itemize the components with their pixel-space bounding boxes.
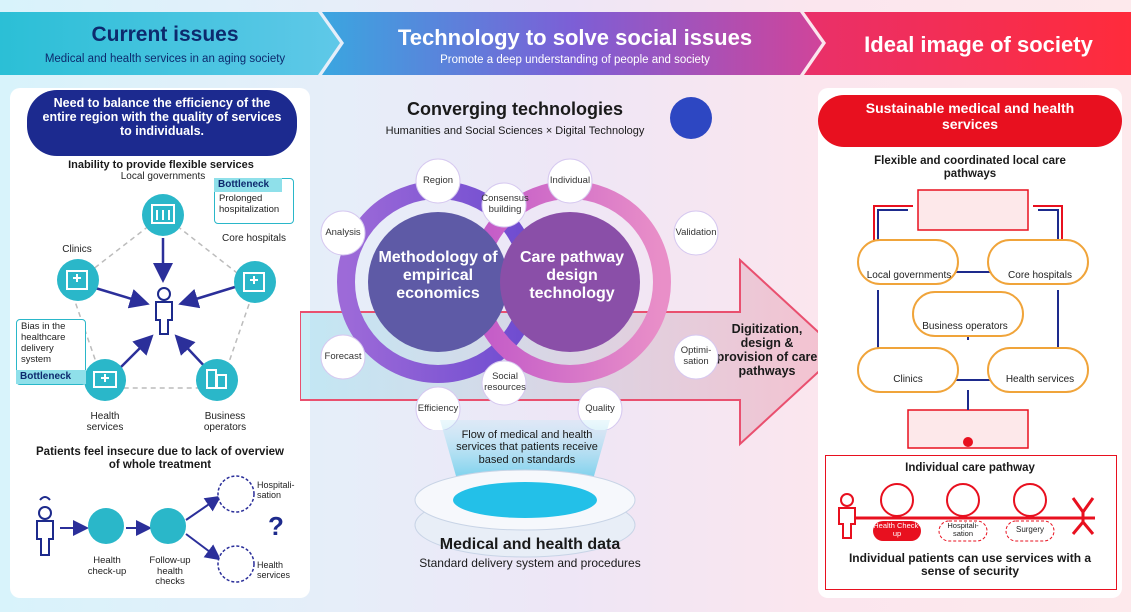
surgery-pill	[1005, 520, 1055, 542]
node-business	[196, 359, 238, 401]
label-health-checkup: Health check-up	[87, 555, 127, 577]
right-label-local-governments: Local governments	[866, 270, 952, 281]
bottleneck-left-tag: Bottleneck	[16, 370, 86, 384]
hosp-pill	[938, 520, 988, 542]
method-label: Methodology of empirical economics	[378, 249, 498, 302]
question-mark: ?	[268, 511, 284, 541]
label-health-services: Health services	[86, 411, 124, 434]
checkup-pathway-icon	[880, 483, 914, 517]
surgery-pill-text: Surgery	[1015, 525, 1044, 534]
hosp-pathway-icon	[946, 483, 980, 517]
left-header-pill	[27, 90, 297, 156]
hosp-pill-text: Hospitali-sation	[947, 521, 979, 539]
label-hospitalisation: Hospitali-sation	[257, 480, 295, 501]
individual-footer: Individual patients can use services wit…	[848, 551, 1092, 579]
banner-chevrons	[0, 12, 1131, 75]
kw-efficiency: Efficiency	[417, 403, 459, 414]
happy-person-icon	[1071, 497, 1095, 535]
flow-arrow-3	[185, 495, 222, 521]
flow-text: Flow of medical and health services that…	[456, 429, 598, 466]
kw-individual: Individual	[549, 175, 591, 186]
right-label-business-operators: Business operators	[922, 321, 1008, 332]
kw-region: Region	[422, 175, 454, 186]
right-section1-title: Flexible and coordinated local care path…	[874, 155, 1066, 180]
center-title: Converging technologies	[406, 99, 624, 119]
right-header-pill	[818, 95, 1122, 147]
keyword-bubbles	[320, 158, 719, 430]
arrow-health	[117, 334, 154, 371]
banner-current-shape	[0, 12, 340, 75]
node-health	[84, 359, 126, 401]
kw-social: Social resources	[484, 371, 526, 393]
coordinated-network	[857, 189, 1089, 449]
banner-technology-subtitle: Promote a deep understanding of people a…	[440, 54, 710, 66]
data-cylinder	[414, 420, 636, 558]
bottleneck-top-tag: Bottleneck	[214, 178, 282, 192]
followup-icon	[150, 508, 186, 544]
left-header-text: Need to balance the efficiency of the en…	[42, 96, 282, 138]
kw-optimisation: Optimi-sation	[680, 345, 712, 367]
flow-lines	[877, 209, 1059, 410]
converging-loops	[320, 158, 719, 430]
left-section2-title: Patients feel insecure due to lack of ov…	[36, 446, 284, 471]
care-photo	[500, 212, 640, 352]
patient-flow	[36, 475, 255, 583]
label-followup: Follow-up health checks	[149, 555, 191, 588]
checkup-pill-text: Health Check-up	[873, 521, 921, 539]
label-left-health-services: Health services	[257, 560, 291, 581]
banner-ideal-title: Ideal image of society	[864, 32, 1093, 57]
node-core	[234, 261, 276, 303]
arrow-core	[178, 285, 236, 309]
label-core-hospitals: Core hospitals	[222, 233, 286, 244]
care-label: Care pathway design technology	[519, 249, 625, 302]
health-services-icon	[217, 545, 255, 583]
patient-person-icon	[36, 496, 54, 556]
node-localgov	[142, 194, 184, 236]
kw-validation: Validation	[675, 227, 717, 238]
label-clinics: Clinics	[62, 244, 92, 255]
banner-ideal-shape	[804, 12, 1131, 75]
method-photo	[368, 212, 508, 352]
right-label-health-services: Health services	[1005, 374, 1075, 385]
individual-title: Individual care pathway	[905, 462, 1035, 474]
right-header-text: Sustainable medical and health services	[865, 100, 1075, 132]
kw-consensus: Consensus building	[481, 193, 529, 215]
banner-technology-shape	[322, 12, 822, 75]
individual-flow	[838, 483, 1095, 542]
individual-person-icon	[838, 493, 856, 539]
banner-technology-title: Technology to solve social issues	[397, 25, 753, 50]
people-network-icon	[670, 97, 712, 139]
left-section1-title: Inability to provide flexible services	[68, 159, 254, 171]
center-subtitle: Humanities and Social Sciences × Digital…	[385, 125, 645, 137]
right-label-clinics: Clinics	[893, 374, 923, 385]
cylinder-glow	[453, 482, 597, 518]
node-boxes	[857, 239, 1089, 393]
person-icon	[155, 287, 173, 335]
hospitalisation-icon	[217, 475, 255, 513]
bottleneck-top-text: Prolonged hospitalization	[219, 193, 280, 215]
kw-forecast: Forecast	[324, 351, 362, 362]
bottleneck-left-text: Bias in the healthcare delivery system	[21, 321, 66, 365]
stakeholder-network	[57, 194, 276, 401]
flow-arrow-4	[185, 533, 222, 561]
label-local-governments: Local governments	[120, 171, 206, 182]
arrow-text: Digitization, design & provision of care…	[716, 322, 818, 378]
kw-quality: Quality	[585, 403, 615, 414]
network-pentagon	[69, 214, 256, 389]
checkup-icon	[88, 508, 124, 544]
checkup-pill	[873, 521, 921, 541]
right-label-core-hospitals: Core hospitals	[1008, 270, 1072, 281]
pathway-dot	[963, 437, 973, 447]
surgery-pathway-icon	[1013, 483, 1047, 517]
arrow-clinics	[91, 285, 150, 309]
label-business-operators: Business operators	[203, 411, 247, 434]
banner-current-subtitle: Medical and health services in an aging …	[44, 53, 286, 65]
banner-current-title: Current issues	[91, 23, 239, 46]
people-group-top	[917, 189, 1029, 231]
data-title: Medical and health data	[439, 536, 621, 553]
kw-analysis: Analysis	[325, 227, 361, 238]
node-clinics	[57, 259, 99, 301]
data-subtitle: Standard delivery system and procedures	[419, 556, 641, 570]
